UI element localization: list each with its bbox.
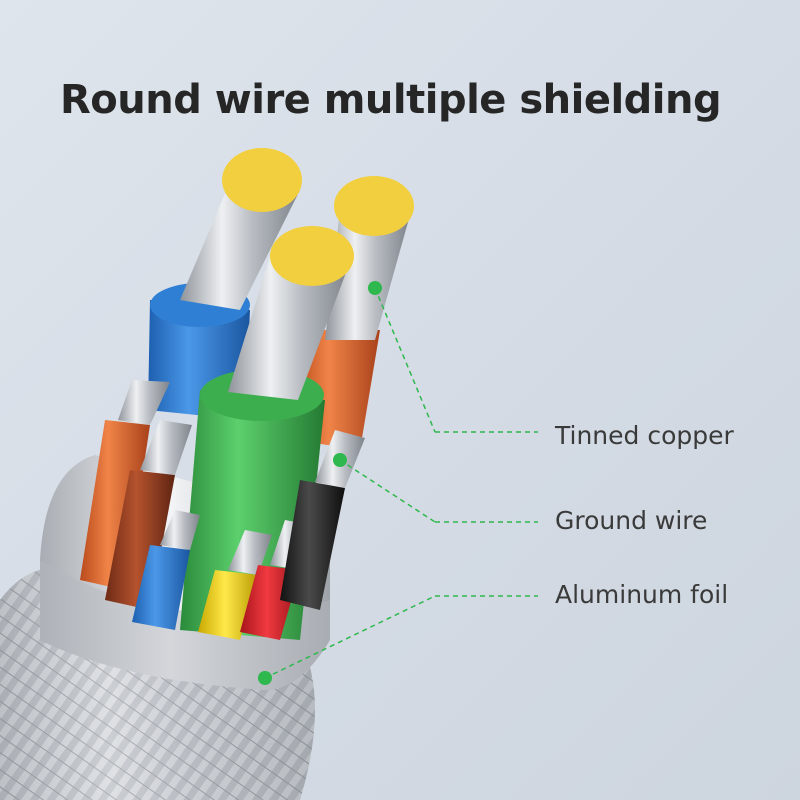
- label-ground-wire: Ground wire: [555, 506, 708, 535]
- callout-line-ground-wire: [333, 453, 538, 523]
- callout-line-tinned-copper: [368, 281, 538, 433]
- small-orange-wire: [80, 380, 170, 590]
- callout-dot-aluminum-foil: [258, 671, 272, 685]
- label-aluminum-foil: Aluminum foil: [555, 580, 729, 609]
- callout-dot-tinned-copper: [368, 281, 382, 295]
- label-tinned-copper: Tinned copper: [555, 421, 734, 450]
- blue-core: [148, 148, 302, 420]
- callout-dot-ground-wire: [333, 453, 347, 467]
- callout-line-aluminum-foil: [258, 595, 538, 685]
- small-blue-wire: [132, 510, 200, 630]
- page-title: Round wire multiple shielding: [60, 77, 722, 123]
- small-brown-wire: [105, 420, 192, 610]
